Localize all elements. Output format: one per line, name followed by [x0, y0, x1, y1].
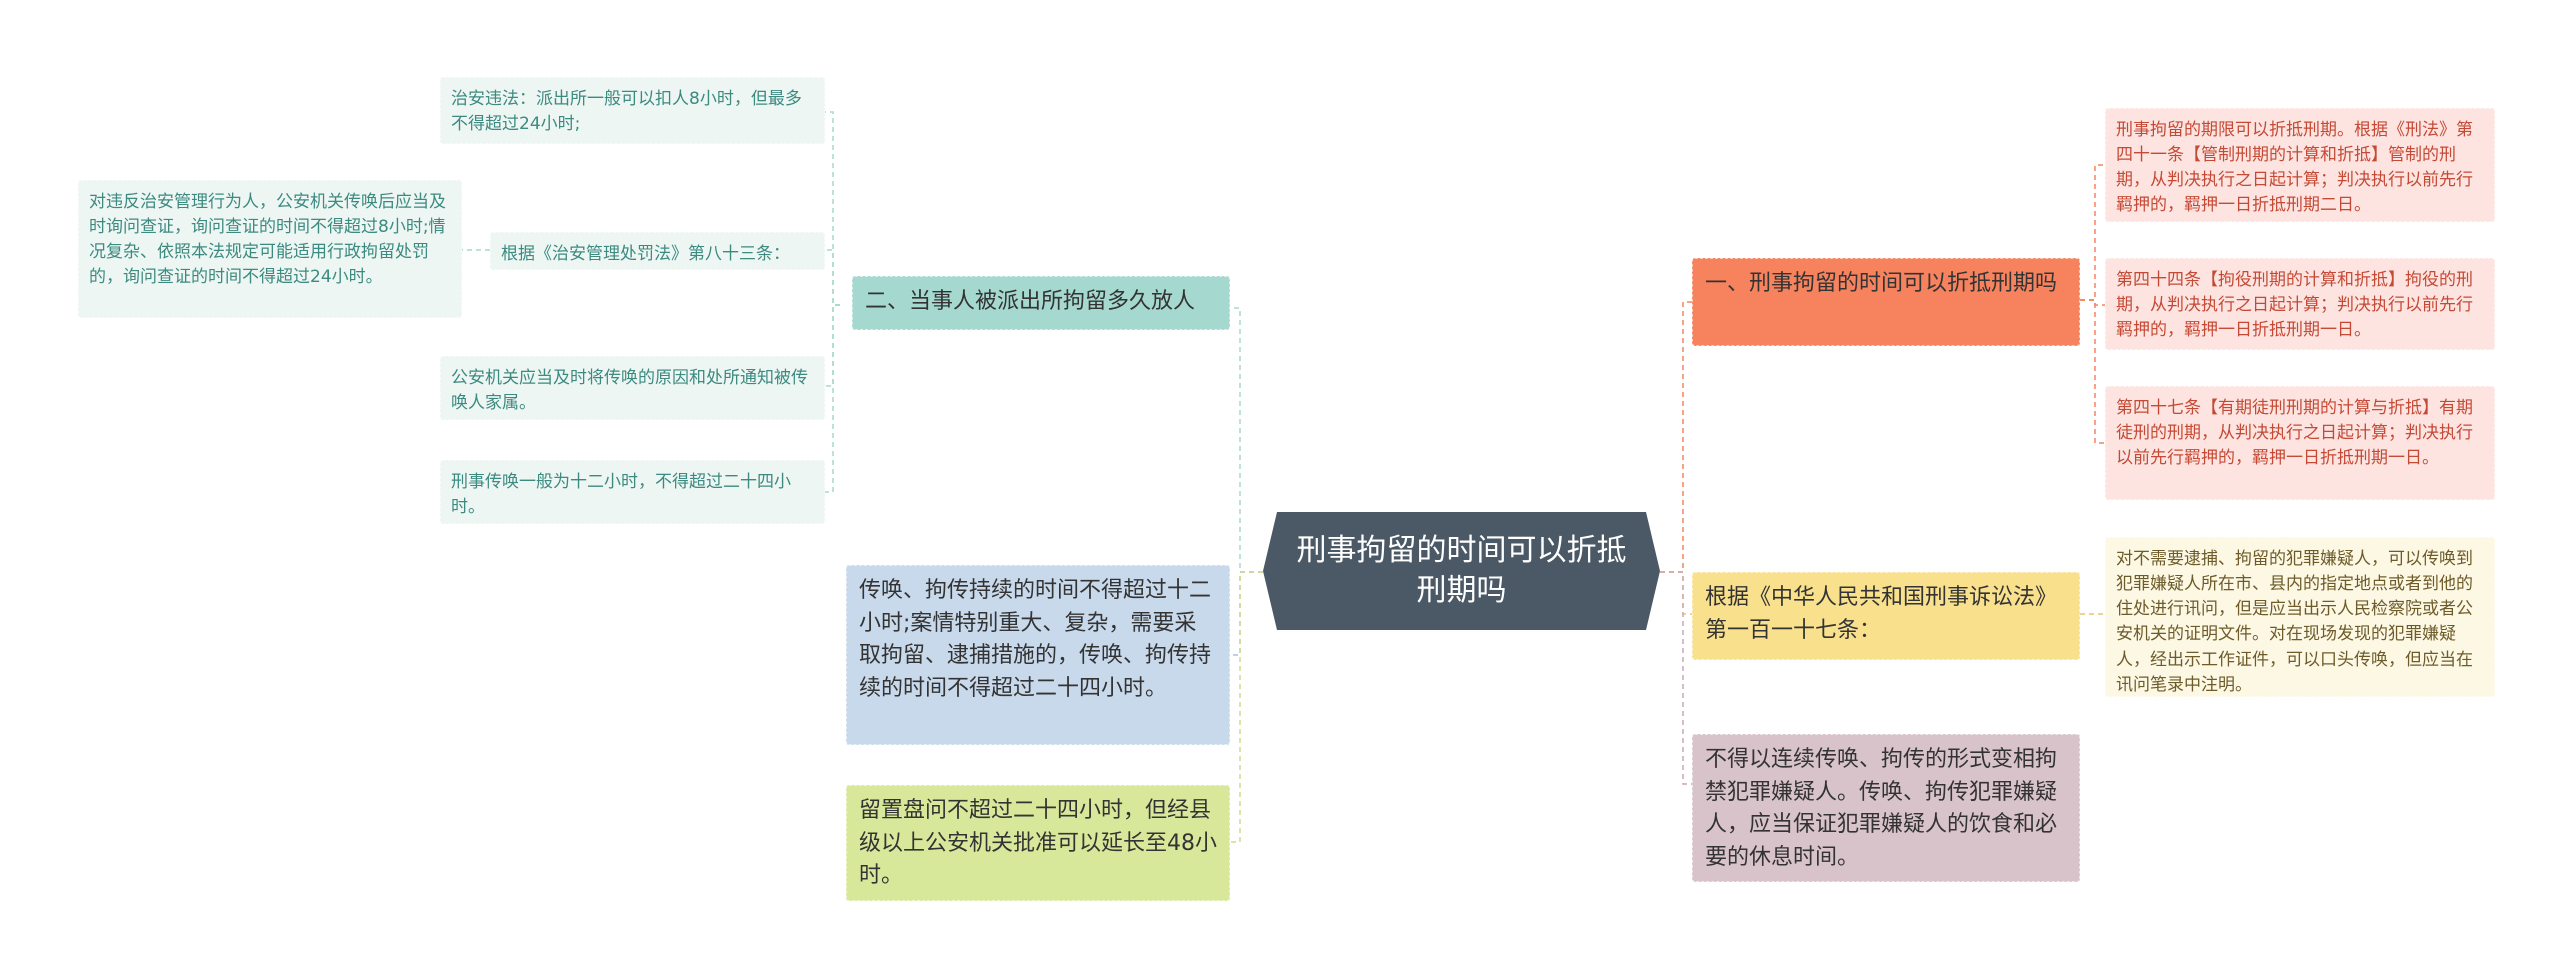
central-topic[interactable]: 刑事拘留的时间可以折抵刑期吗 [1263, 512, 1660, 630]
branch-detention-inquiry-label: 留置盘问不超过二十四小时，但经县级以上公安机关批准可以延长至48小时。 [859, 798, 1217, 889]
note-article-83-detail-text: 对违反治安管理行为人，公安机关传唤后应当及时询问查证，询问查证的时间不得超过8小… [89, 192, 446, 288]
branch-time-offset[interactable]: 一、刑事拘留的时间可以折抵刑期吗 [1692, 258, 2080, 346]
note-notify-family-text: 公安机关应当及时将传唤的原因和处所通知被传唤人家属。 [451, 368, 808, 414]
branch-criminal-procedure-law-label: 根据《中华人民共和国刑事诉讼法》第一百一十七条： [1705, 585, 2058, 643]
note-article-117-text: 对不需要逮捕、拘留的犯罪嫌疑人，可以传唤到犯罪嫌疑人所在市、县内的指定地点或者到… [2116, 549, 2473, 695]
note-article-41-text: 刑事拘留的期限可以折抵刑期。根据《刑法》第四十一条【管制刑期的计算和折抵】管制的… [2116, 120, 2473, 216]
central-topic-label: 刑事拘留的时间可以折抵刑期吗 [1296, 532, 1627, 608]
note-article-41[interactable]: 刑事拘留的期限可以折抵刑期。根据《刑法》第四十一条【管制刑期的计算和折抵】管制的… [2105, 108, 2495, 222]
branch-summons-duration[interactable]: 传唤、拘传持续的时间不得超过十二小时;案情特别重大、复杂，需要采取拘留、逮捕措施… [846, 565, 1230, 745]
note-article-83[interactable]: 根据《治安管理处罚法》第八十三条： [490, 232, 825, 270]
branch-criminal-procedure-law[interactable]: 根据《中华人民共和国刑事诉讼法》第一百一十七条： [1692, 572, 2080, 660]
branch-police-release[interactable]: 二、当事人被派出所拘留多久放人 [852, 276, 1230, 330]
branch-no-continuous-summons[interactable]: 不得以连续传唤、拘传的形式变相拘禁犯罪嫌疑人。传唤、拘传犯罪嫌疑人，应当保证犯罪… [1692, 734, 2080, 882]
note-article-117[interactable]: 对不需要逮捕、拘留的犯罪嫌疑人，可以传唤到犯罪嫌疑人所在市、县内的指定地点或者到… [2105, 537, 2495, 697]
branch-detention-inquiry[interactable]: 留置盘问不超过二十四小时，但经县级以上公安机关批准可以延长至48小时。 [846, 785, 1230, 901]
note-article-47-text: 第四十七条【有期徒刑刑期的计算与折抵】有期徒刑的刑期，从判决执行之日起计算；判决… [2116, 398, 2473, 469]
branch-summons-duration-label: 传唤、拘传持续的时间不得超过十二小时;案情特别重大、复杂，需要采取拘留、逮捕措施… [859, 578, 1212, 701]
branch-no-continuous-summons-label: 不得以连续传唤、拘传的形式变相拘禁犯罪嫌疑人。传唤、拘传犯罪嫌疑人，应当保证犯罪… [1705, 747, 2058, 870]
note-article-83-detail[interactable]: 对违反治安管理行为人，公安机关传唤后应当及时询问查证，询问查证的时间不得超过8小… [78, 180, 462, 318]
note-notify-family[interactable]: 公安机关应当及时将传唤的原因和处所通知被传唤人家属。 [440, 356, 825, 420]
branch-time-offset-label: 一、刑事拘留的时间可以折抵刑期吗 [1705, 271, 2058, 296]
note-public-order[interactable]: 治安违法：派出所一般可以扣人8小时，但最多不得超过24小时; [440, 77, 825, 144]
note-article-83-text: 根据《治安管理处罚法》第八十三条： [501, 244, 790, 264]
branch-police-release-label: 二、当事人被派出所拘留多久放人 [865, 289, 1196, 314]
note-criminal-summons[interactable]: 刑事传唤一般为十二小时，不得超过二十四小时。 [440, 460, 825, 524]
note-criminal-summons-text: 刑事传唤一般为十二小时，不得超过二十四小时。 [451, 472, 791, 518]
note-public-order-text: 治安违法：派出所一般可以扣人8小时，但最多不得超过24小时; [451, 89, 802, 135]
note-article-44[interactable]: 第四十四条【拘役刑期的计算和折抵】拘役的刑期，从判决执行之日起计算；判决执行以前… [2105, 258, 2495, 350]
note-article-47[interactable]: 第四十七条【有期徒刑刑期的计算与折抵】有期徒刑的刑期，从判决执行之日起计算；判决… [2105, 386, 2495, 500]
note-article-44-text: 第四十四条【拘役刑期的计算和折抵】拘役的刑期，从判决执行之日起计算；判决执行以前… [2116, 270, 2473, 341]
